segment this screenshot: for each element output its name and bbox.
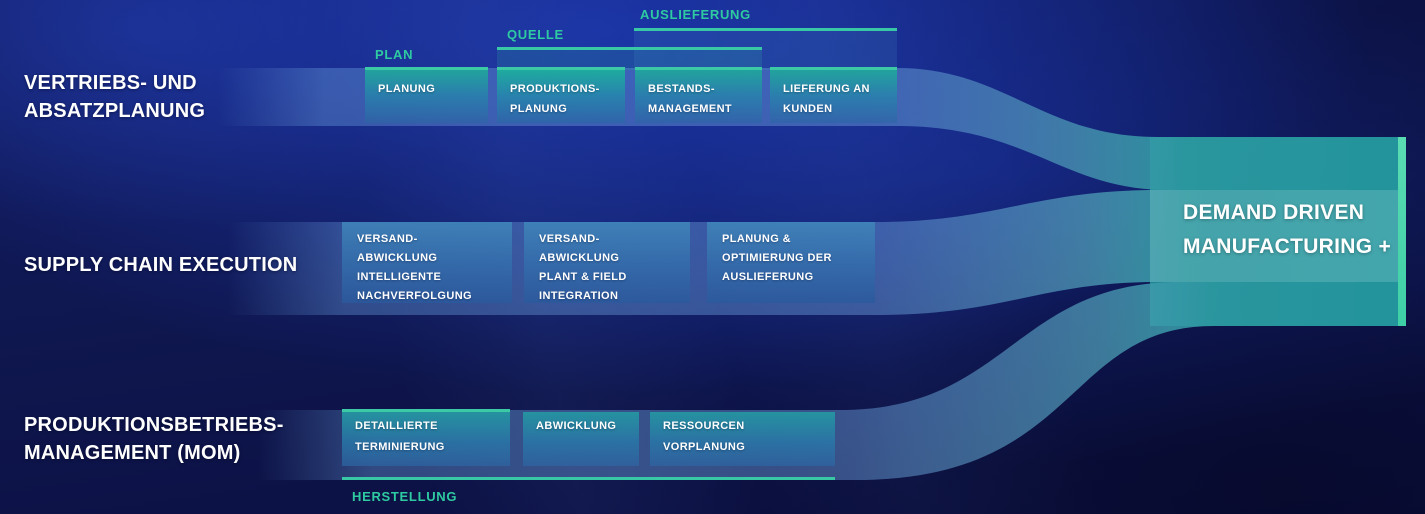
box-lieferung-an-kunden: LIEFERUNG AN KUNDEN: [770, 67, 897, 123]
box-label-line: VERSAND-: [539, 233, 600, 245]
box-ressourcen-vorplanung: RESSOURCEN VORPLANUNG: [650, 412, 835, 466]
target-node-accent-bar: [1398, 137, 1406, 326]
box-label-line: INTELLIGENTE: [357, 271, 442, 283]
box-label-line: KUNDEN: [783, 103, 833, 115]
box-label-line: ABWICKLUNG: [357, 252, 438, 264]
section-label-line: VERTRIEBS- UND: [24, 72, 197, 94]
box-label-line: RESSOURCEN: [663, 420, 745, 432]
bracket-label-auslieferung: AUSLIEFERUNG: [640, 7, 751, 22]
box-planung-optimierung-auslieferung: PLANUNG & OPTIMIERUNG DER AUSLIEFERUNG: [707, 222, 875, 303]
box-label-line: BESTANDS-: [648, 83, 715, 95]
bracket-label-plan: PLAN: [375, 47, 414, 62]
bracket-label-quelle: QUELLE: [507, 27, 564, 42]
box-abwicklung: ABWICKLUNG: [523, 412, 639, 466]
box-produktionsplanung: PRODUKTIONS- PLANUNG: [497, 67, 625, 123]
target-node-label: DEMAND DRIVEN MANUFACTURING +: [1183, 196, 1391, 264]
box-detaillierte-terminierung: DETAILLIERTE TERMINIERUNG: [342, 412, 510, 466]
box-label-line: VORPLANUNG: [663, 441, 746, 453]
box-label-line: DETAILLIERTE: [355, 420, 438, 432]
box-versand-plant-field-integration: VERSAND- ABWICKLUNG PLANT & FIELD INTEGR…: [524, 222, 690, 303]
bracket-label-herstellung: HERSTELLUNG: [352, 489, 458, 504]
section-label-vertriebs: VERTRIEBS- UND ABSATZPLANUNG: [24, 69, 205, 125]
target-node-label-line: DEMAND DRIVEN: [1183, 201, 1365, 224]
box-versand-intelligente-nachverfolgung: VERSAND- ABWICKLUNG INTELLIGENTE NACHVER…: [342, 222, 512, 303]
section-label-mom: PRODUKTIONSBETRIEBS- MANAGEMENT (MOM): [24, 411, 284, 467]
section-label-line: ABSATZPLANUNG: [24, 100, 206, 122]
box-label-line: MANAGEMENT: [648, 103, 733, 115]
box-label-line: PLANUNG: [378, 83, 436, 95]
box-label-line: LIEFERUNG AN: [783, 83, 870, 95]
box-label-line: INTEGRATION: [539, 290, 619, 302]
box-label-line: ABWICKLUNG: [536, 420, 617, 432]
section-label-supply-chain: SUPPLY CHAIN EXECUTION: [24, 251, 297, 279]
section-label-line: PRODUKTIONSBETRIEBS-: [24, 414, 284, 436]
box-label-line: ABWICKLUNG: [539, 252, 620, 264]
bracket-line-herstellung: [342, 477, 835, 480]
target-node-highlight-band: [1150, 190, 1399, 282]
box-label-line: PLANUNG &: [722, 233, 791, 245]
section-label-line: MANAGEMENT (MOM): [24, 442, 241, 464]
box-label-line: TERMINIERUNG: [355, 441, 445, 453]
box-label-line: PLANT & FIELD: [539, 271, 627, 283]
box-planung: PLANUNG: [365, 67, 488, 123]
box-label-line: OPTIMIERUNG DER: [722, 252, 832, 264]
bracket-line-quelle: [497, 47, 762, 50]
box-label-line: PLANUNG: [510, 103, 568, 115]
box-bestandsmanagement: BESTANDS- MANAGEMENT: [635, 67, 762, 123]
box-label-line: VERSAND-: [357, 233, 418, 245]
target-node-label-line: MANUFACTURING +: [1183, 235, 1392, 258]
box-label-line: PRODUKTIONS-: [510, 83, 600, 95]
bracket-line-auslieferung: [634, 28, 897, 31]
box-label-line: NACHVERFOLGUNG: [357, 290, 472, 302]
section-label-line: SUPPLY CHAIN EXECUTION: [24, 254, 298, 276]
box-label-line: AUSLIEFERUNG: [722, 271, 814, 283]
